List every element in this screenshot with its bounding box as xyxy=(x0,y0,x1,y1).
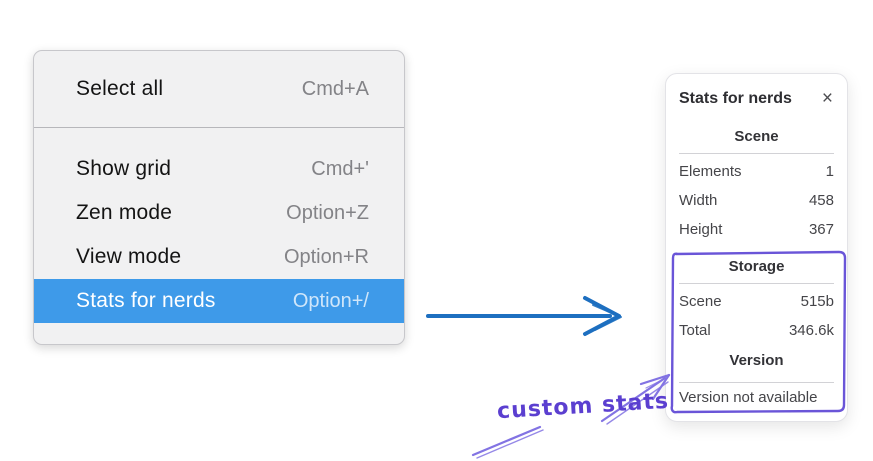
scene-stats: Elements 1 Width 458 Height 367 xyxy=(679,157,834,244)
menu-item-label: Zen mode xyxy=(76,201,173,224)
stat-label: Width xyxy=(679,192,718,209)
menu-item-label: Select all xyxy=(76,77,164,100)
section-header-storage: Storage xyxy=(728,258,785,275)
close-icon: × xyxy=(821,88,833,109)
menu-item-shortcut: Cmd+' xyxy=(311,157,369,180)
annotation-arrow-tail-sketch xyxy=(476,429,544,459)
flow-arrow xyxy=(426,296,622,336)
menu-group-bottom: Show grid Cmd+' Zen mode Option+Z View m… xyxy=(34,128,404,344)
menu-item-label: Stats for nerds xyxy=(76,289,216,312)
annotation-arrow-shaft xyxy=(600,376,667,423)
section-divider xyxy=(679,283,834,284)
stat-value: 346.6k xyxy=(788,322,834,339)
flow-arrow-head xyxy=(583,296,621,336)
menu-group-top: Select all Cmd+A xyxy=(34,51,404,127)
stat-label: Scene xyxy=(679,293,722,310)
stat-label: Height xyxy=(679,221,723,238)
stats-panel: Stats for nerds × Scene Elements 1 Width… xyxy=(665,73,848,422)
stat-row-total-storage: Total 346.6k xyxy=(679,316,834,345)
stat-value: 367 xyxy=(808,221,834,238)
menu-item-shortcut: Option+/ xyxy=(292,289,369,312)
menu-item-shortcut: Option+Z xyxy=(286,201,369,224)
stats-panel-title: Stats for nerds xyxy=(679,90,792,107)
stat-row-elements: Elements 1 xyxy=(679,157,834,186)
section-header-scene: Scene xyxy=(734,128,779,145)
menu-item-label: View mode xyxy=(76,245,182,268)
stat-label: Elements xyxy=(679,163,742,180)
stat-row-height: Height 367 xyxy=(679,215,834,244)
menu-item-zen-mode[interactable]: Zen mode Option+Z xyxy=(34,191,404,235)
menu-item-shortcut: Cmd+A xyxy=(301,77,369,100)
stat-value: 515b xyxy=(800,293,834,310)
close-button[interactable]: × xyxy=(821,88,834,109)
annotation-arrow-shaft-sketch xyxy=(606,381,669,425)
stat-row-width: Width 458 xyxy=(679,186,834,215)
stats-panel-header: Stats for nerds × xyxy=(679,88,834,109)
storage-stats: Scene 515b Total 346.6k xyxy=(679,287,834,345)
menu-item-shortcut: Option+R xyxy=(283,245,369,268)
menu-divider xyxy=(34,127,404,128)
annotation-arrow-tail xyxy=(471,425,542,457)
stat-value: 458 xyxy=(808,192,834,209)
menu-item-select-all[interactable]: Select all Cmd+A xyxy=(34,67,404,111)
annotation-label-custom-stats: custom stats xyxy=(496,388,670,425)
section-header-version: Version xyxy=(729,352,784,369)
section-divider xyxy=(679,153,834,154)
annotation-arrow xyxy=(471,373,671,459)
menu-item-label: Show grid xyxy=(76,157,172,180)
version-note: Version not available xyxy=(679,389,818,406)
context-menu: Select all Cmd+A Show grid Cmd+' Zen mod… xyxy=(33,50,405,345)
stat-row-scene-storage: Scene 515b xyxy=(679,287,834,316)
flow-arrow-head-sketch xyxy=(592,304,622,331)
annotation-arrow-head-sketch xyxy=(645,377,667,389)
menu-item-view-mode[interactable]: View mode Option+R xyxy=(34,235,404,279)
menu-item-stats-for-nerds[interactable]: Stats for nerds Option+/ xyxy=(34,279,404,323)
stat-label: Total xyxy=(679,322,711,339)
stat-value: 1 xyxy=(825,163,834,180)
menu-item-show-grid[interactable]: Show grid Cmd+' xyxy=(34,147,404,191)
